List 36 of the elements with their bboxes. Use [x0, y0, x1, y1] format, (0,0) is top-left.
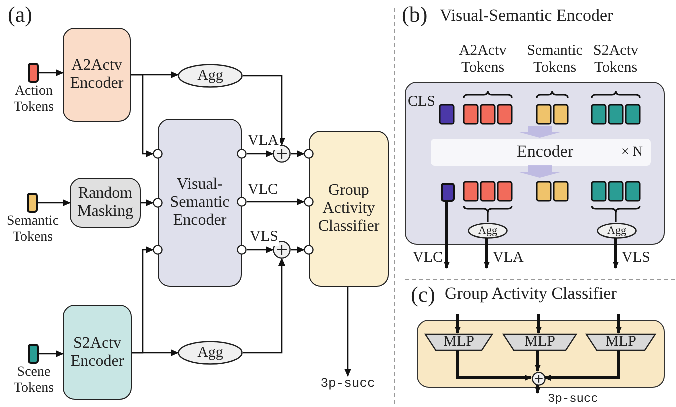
output-label: 3p-succ [534, 393, 608, 407]
agg-ellipse: Agg [178, 341, 243, 365]
agg-ellipse: Agg [178, 64, 243, 88]
agg-ellipse: Agg [468, 223, 508, 239]
panel-label: (b) [402, 3, 428, 28]
process-box: Random Masking [70, 178, 141, 228]
panel-title: Visual-Semantic Encoder [440, 6, 614, 26]
token-header: A2Actv Tokens [458, 43, 508, 77]
mlp-trapezoid: MLP [503, 334, 577, 351]
token-header: Semantic Tokens [526, 43, 584, 77]
panel-title: Group Activity Classifier [445, 284, 617, 304]
edge-label: VLS [249, 229, 280, 246]
panel-label: (c) [411, 283, 436, 308]
encoder-box: A2Actv Encoder [63, 28, 131, 122]
agg-ellipse: Agg [597, 223, 637, 239]
encoder-box: Visual-Semantic Encoder [158, 119, 242, 287]
encoder-band [431, 139, 651, 166]
repeat-label: × N [621, 145, 643, 161]
token-label: Action Tokens [12, 84, 56, 116]
sum-circle [532, 372, 546, 386]
mlp-trapezoid: MLP [586, 334, 656, 351]
token-label: Semantic Tokens [6, 214, 60, 246]
classifier-box: Group Activity Classifier [309, 131, 389, 287]
token-icon [28, 344, 39, 364]
token-icon [28, 63, 39, 83]
panel-background [417, 320, 665, 388]
token-icon [441, 183, 455, 202]
output-label: 3p-succ [316, 376, 380, 392]
mlp-trapezoid: MLP [425, 334, 493, 351]
panel-label: (a) [8, 3, 32, 28]
encoder-box: S2Actv Encoder [63, 305, 132, 400]
token-label: Scene Tokens [12, 365, 56, 398]
encoder-label: Encoder [517, 142, 574, 162]
token-label: CLS [408, 94, 436, 111]
edge-label: VLA [247, 133, 280, 150]
token-icon [27, 193, 38, 213]
